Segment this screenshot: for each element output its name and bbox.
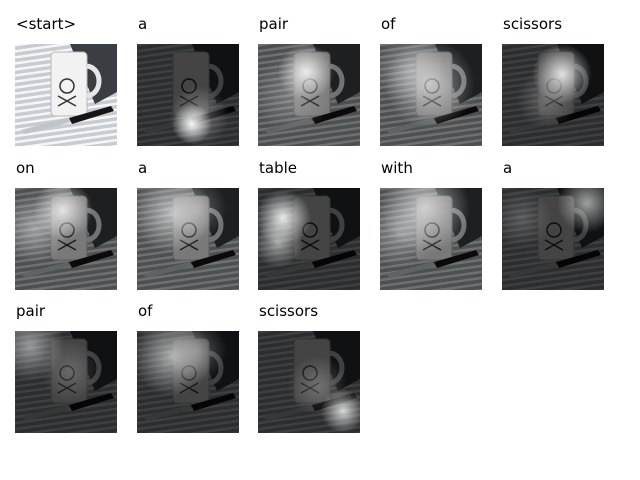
token-cell: pair <box>258 15 362 151</box>
knife-handle <box>69 106 114 124</box>
attention-map <box>137 331 239 433</box>
token-cell: of <box>380 15 484 151</box>
attention-highlight <box>167 331 227 381</box>
attention-highlight <box>167 188 227 238</box>
crossbones <box>57 95 77 107</box>
original-image <box>15 44 117 146</box>
skull-emblem <box>59 78 75 94</box>
token-word: pair <box>259 15 289 33</box>
token-cell: scissors <box>258 302 362 438</box>
token-word: of <box>138 302 153 320</box>
token-word: scissors <box>259 302 319 320</box>
attention-highlight <box>15 193 70 263</box>
token-cell: with <box>380 159 484 295</box>
token-cell: <start> <box>15 15 119 151</box>
attention-highlight <box>258 218 303 268</box>
token-word: table <box>259 159 297 177</box>
attention-map <box>502 44 604 146</box>
token-word: a <box>138 159 148 177</box>
mug-handle <box>86 63 102 99</box>
attention-map <box>502 188 604 290</box>
token-word: pair <box>16 302 46 320</box>
attention-highlight <box>40 341 100 401</box>
token-cell: of <box>137 302 241 438</box>
attention-map <box>15 331 117 433</box>
attention-map <box>15 188 117 290</box>
token-cell: table <box>258 159 362 295</box>
token-cell: pair <box>15 302 119 438</box>
token-word: scissors <box>503 15 563 33</box>
attention-map <box>258 331 360 433</box>
attention-map <box>258 44 360 146</box>
token-word: <start> <box>16 15 77 33</box>
token-word: of <box>381 15 396 33</box>
token-cell: a <box>137 159 241 295</box>
token-word: on <box>16 159 35 177</box>
attention-highlight <box>380 44 445 104</box>
attention-highlight <box>557 188 604 233</box>
attention-highlight <box>517 69 577 129</box>
token-word: a <box>503 159 513 177</box>
attention-highlight <box>288 356 348 416</box>
token-word: a <box>138 15 148 33</box>
token-cell: a <box>502 159 606 295</box>
attention-map <box>137 44 239 146</box>
attention-highlight <box>258 54 333 134</box>
attention-highlight <box>380 198 435 268</box>
attention-map <box>137 188 239 290</box>
knife-blade <box>21 118 71 134</box>
attention-map <box>380 188 482 290</box>
attention-map <box>258 188 360 290</box>
token-word: with <box>381 159 413 177</box>
token-cell: scissors <box>502 15 606 151</box>
mug <box>50 51 88 117</box>
token-cell: a <box>137 15 241 151</box>
attention-highlight <box>502 188 552 248</box>
attention-map <box>380 44 482 146</box>
token-cell: on <box>15 159 119 295</box>
attention-highlight <box>169 86 229 146</box>
